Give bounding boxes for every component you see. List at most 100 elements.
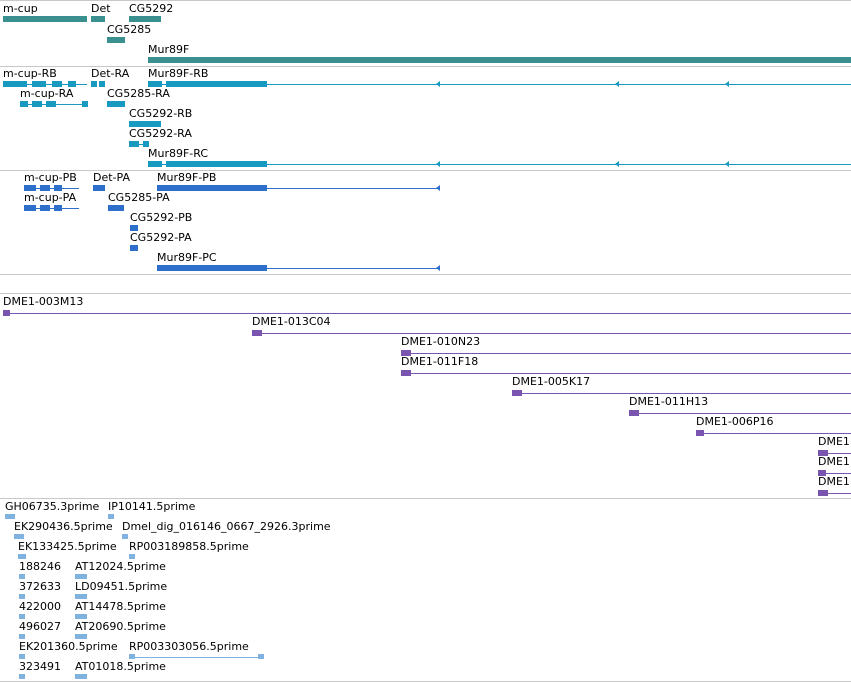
clone-label[interactable]: DME1 <box>818 475 850 488</box>
transcript-label[interactable]: Det-RA <box>91 67 130 80</box>
est-feature[interactable] <box>19 674 25 679</box>
est-label[interactable]: AT01018.5prime <box>75 660 166 673</box>
est-label[interactable]: 372633 <box>19 580 61 593</box>
transcript-exon[interactable] <box>32 81 46 87</box>
protein-exon[interactable] <box>130 245 138 251</box>
gene-feature[interactable] <box>91 16 105 22</box>
gene-feature[interactable] <box>3 16 87 22</box>
protein-exon[interactable] <box>157 265 267 271</box>
est-label[interactable]: AT12024.5prime <box>75 560 166 573</box>
clone-label[interactable]: DME1-011F18 <box>401 355 479 368</box>
clone-end[interactable] <box>512 390 522 396</box>
est-label[interactable]: RP003303056.5prime <box>129 640 249 653</box>
est-feature[interactable] <box>258 654 264 659</box>
est-feature[interactable] <box>75 634 87 639</box>
est-feature[interactable] <box>108 514 114 519</box>
gene-label[interactable]: CG5285 <box>107 23 152 36</box>
est-label[interactable]: AT20690.5prime <box>75 620 166 633</box>
est-label[interactable]: 323491 <box>19 660 61 673</box>
transcript-exon[interactable] <box>46 101 56 107</box>
clone-end[interactable] <box>3 310 10 316</box>
clone-end[interactable] <box>629 410 639 416</box>
est-label[interactable]: Dmel_dig_016146_0667_2926.3prime <box>122 520 331 533</box>
est-feature[interactable] <box>19 614 25 619</box>
clone-span[interactable] <box>629 413 851 414</box>
transcript-exon[interactable] <box>148 81 162 87</box>
protein-exon[interactable] <box>93 185 105 191</box>
protein-exon[interactable] <box>40 185 50 191</box>
gene-feature[interactable] <box>148 57 851 63</box>
protein-label[interactable]: CG5292-PB <box>130 211 193 224</box>
est-feature[interactable] <box>19 594 25 599</box>
est-span[interactable] <box>129 657 263 658</box>
est-feature[interactable] <box>75 574 87 579</box>
est-feature[interactable] <box>19 574 25 579</box>
protein-exon[interactable] <box>157 185 267 191</box>
clone-span[interactable] <box>818 453 851 454</box>
clone-end[interactable] <box>818 490 828 496</box>
clone-label[interactable]: DME1-003M13 <box>3 295 84 308</box>
transcript-exon[interactable] <box>68 81 76 87</box>
clone-label[interactable]: DME1-011H13 <box>629 395 709 408</box>
clone-end[interactable] <box>401 370 411 376</box>
clone-span[interactable] <box>818 493 851 494</box>
transcript-exon[interactable] <box>99 81 105 87</box>
protein-label[interactable]: Mur89F-PC <box>157 251 217 264</box>
clone-end[interactable] <box>818 470 826 476</box>
gene-label[interactable]: Det <box>91 2 111 15</box>
protein-label[interactable]: CG5292-PA <box>130 231 192 244</box>
est-label[interactable]: EK201360.5prime <box>19 640 118 653</box>
protein-label[interactable]: m-cup-PA <box>24 191 77 204</box>
transcript-label[interactable]: CG5285-RA <box>107 87 170 100</box>
clone-span[interactable] <box>696 433 851 434</box>
transcript-label[interactable]: Mur89F-RB <box>148 67 209 80</box>
gene-feature[interactable] <box>107 37 125 43</box>
transcript-exon[interactable] <box>107 101 125 107</box>
protein-exon[interactable] <box>130 225 138 231</box>
gene-feature[interactable] <box>129 16 161 22</box>
clone-label[interactable]: DME1-006P16 <box>696 415 774 428</box>
protein-exon[interactable] <box>24 205 36 211</box>
protein-exon[interactable] <box>40 205 50 211</box>
protein-exon[interactable] <box>108 205 124 211</box>
est-feature[interactable] <box>75 674 87 679</box>
transcript-exon[interactable] <box>82 101 88 107</box>
protein-label[interactable]: Det-PA <box>93 171 130 184</box>
est-label[interactable]: IP10141.5prime <box>108 500 196 513</box>
transcript-exon[interactable] <box>148 161 162 167</box>
clone-span[interactable] <box>401 373 851 374</box>
clone-end[interactable] <box>696 430 704 436</box>
gene-label[interactable]: Mur89F <box>148 43 190 56</box>
est-label[interactable]: LD09451.5prime <box>75 580 168 593</box>
protein-exon[interactable] <box>54 185 62 191</box>
clone-span[interactable] <box>512 393 851 394</box>
est-label[interactable]: 496027 <box>19 620 61 633</box>
est-feature[interactable] <box>129 554 135 559</box>
protein-label[interactable]: Mur89F-PB <box>157 171 217 184</box>
transcript-exon[interactable] <box>32 101 42 107</box>
est-feature[interactable] <box>18 554 26 559</box>
protein-exon[interactable] <box>24 185 36 191</box>
est-label[interactable]: AT14478.5prime <box>75 600 166 613</box>
clone-label[interactable]: DME1-010N23 <box>401 335 481 348</box>
est-label[interactable]: EK133425.5prime <box>18 540 117 553</box>
gene-label[interactable]: CG5292 <box>129 2 174 15</box>
transcript-exon[interactable] <box>3 81 27 87</box>
transcript-label[interactable]: m-cup-RA <box>20 87 74 100</box>
clone-span[interactable] <box>818 473 851 474</box>
est-label[interactable]: RP003189858.5prime <box>129 540 249 553</box>
transcript-label[interactable]: m-cup-RB <box>3 67 57 80</box>
protein-exon[interactable] <box>54 205 62 211</box>
est-feature[interactable] <box>5 514 15 519</box>
transcript-exon[interactable] <box>166 81 267 87</box>
est-label[interactable]: 422000 <box>19 600 61 613</box>
est-label[interactable]: EK290436.5prime <box>14 520 113 533</box>
transcript-exon[interactable] <box>52 81 62 87</box>
transcript-exon[interactable] <box>166 161 267 167</box>
est-feature[interactable] <box>122 534 128 539</box>
clone-span[interactable] <box>401 353 851 354</box>
transcript-exon[interactable] <box>129 141 139 147</box>
clone-label[interactable]: DME1-013C04 <box>252 315 331 328</box>
clone-span[interactable] <box>3 313 851 314</box>
est-feature[interactable] <box>19 634 25 639</box>
